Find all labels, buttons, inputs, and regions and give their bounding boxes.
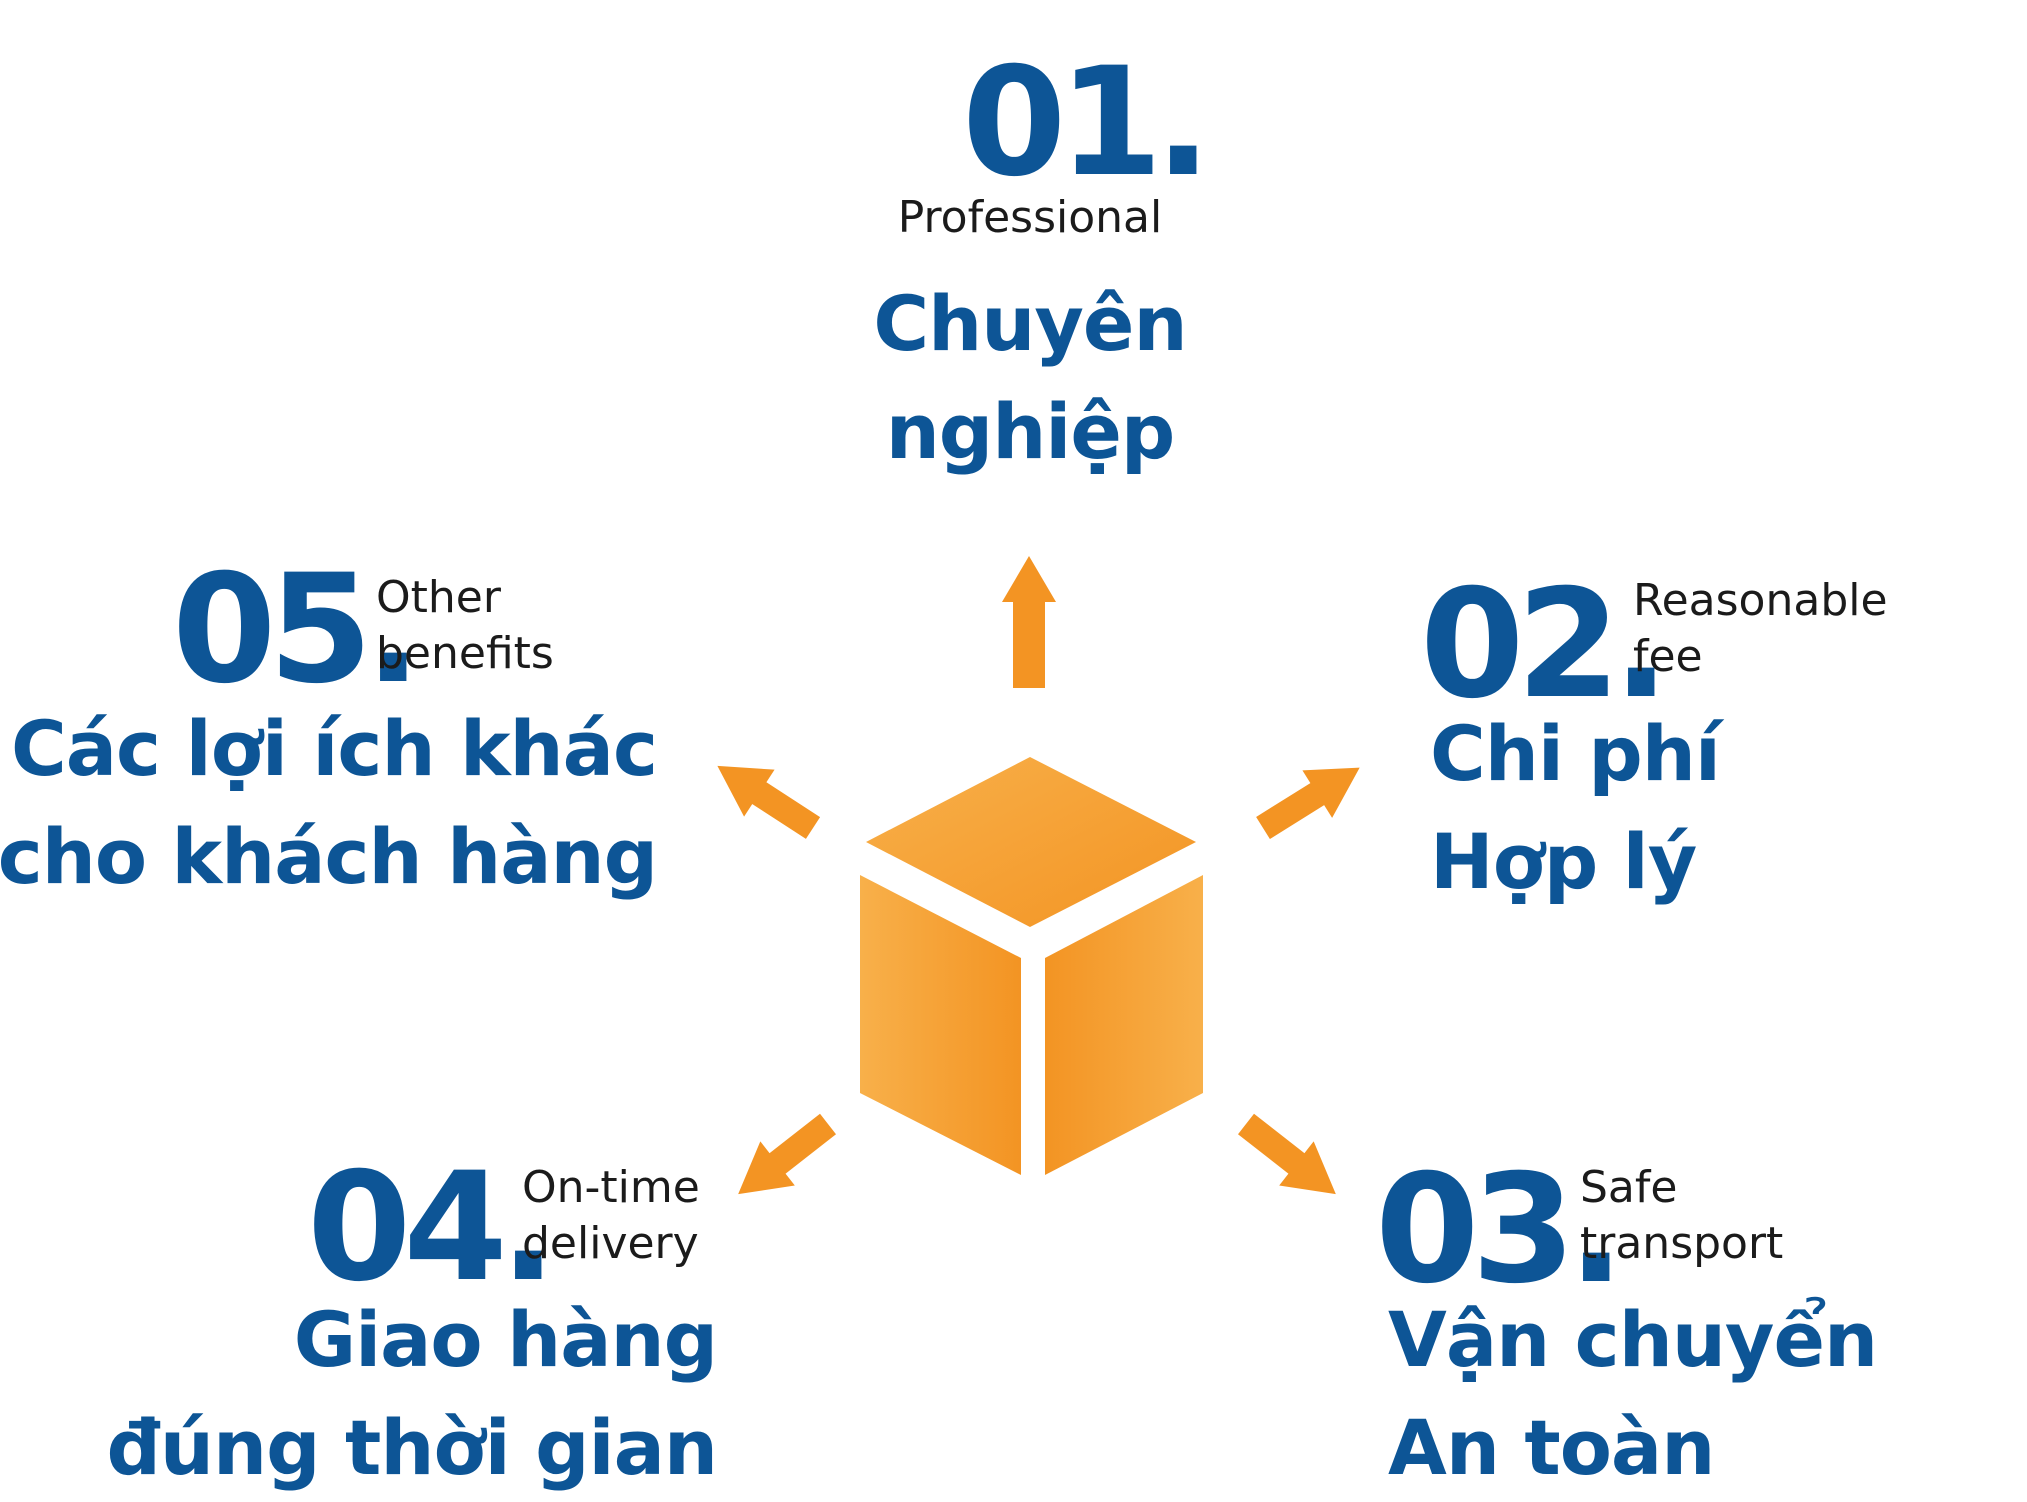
- item-english-label: On-time delivery: [522, 1160, 700, 1272]
- english-line: On-time: [522, 1162, 700, 1213]
- item-english-label: Professional: [860, 190, 1200, 246]
- english-line: Reasonable: [1633, 575, 1888, 626]
- arrow-icon-up: [1002, 556, 1056, 688]
- box-right-face: [1045, 875, 1203, 1175]
- vietnamese-line: đúng thời gian: [106, 1403, 718, 1492]
- vietnamese-line: Chi phí: [1430, 709, 1721, 798]
- item-number: 05.: [172, 543, 422, 717]
- english-line: transport: [1580, 1218, 1784, 1269]
- item-vietnamese-label: Giao hàng đúng thời gian: [106, 1286, 718, 1502]
- arrow-icon-lower-left: [738, 1113, 837, 1195]
- english-line: Professional: [897, 192, 1163, 243]
- item-number: 02.: [1420, 558, 1670, 732]
- item-number: 01.: [962, 36, 1212, 210]
- item-vietnamese-label: Các lợi ích khác cho khách hàng: [0, 695, 658, 911]
- vietnamese-line: Giao hàng: [293, 1295, 718, 1384]
- item-vietnamese-label: Chi phí Hợp lý: [1430, 700, 1721, 916]
- english-line: Safe: [1580, 1162, 1678, 1213]
- item-number: 03.: [1375, 1143, 1625, 1317]
- english-line: fee: [1633, 631, 1703, 682]
- arrow-icon-upper-left: [717, 765, 821, 839]
- arrow-icon-upper-right: [1256, 767, 1360, 840]
- vietnamese-line: cho khách hàng: [0, 812, 658, 901]
- vietnamese-line: Hợp lý: [1430, 817, 1697, 906]
- item-english-label: Safe transport: [1580, 1160, 1783, 1272]
- item-english-label: Other benefits: [376, 570, 554, 682]
- english-line: benefits: [376, 628, 554, 679]
- vietnamese-line: An toàn: [1388, 1403, 1715, 1492]
- item-english-label: Reasonable fee: [1633, 573, 1888, 685]
- item-vietnamese-label: Chuyên nghiệp: [800, 270, 1260, 486]
- english-line: Other: [376, 572, 501, 623]
- item-vietnamese-label: Vận chuyển An toàn: [1388, 1286, 1878, 1502]
- package-box-icon: [860, 757, 1203, 1175]
- vietnamese-line: Chuyên: [873, 279, 1187, 368]
- vietnamese-line: Vận chuyển: [1388, 1295, 1878, 1384]
- box-top-face: [866, 757, 1196, 927]
- vietnamese-line: nghiệp: [885, 387, 1176, 476]
- vietnamese-line: Các lợi ích khác: [11, 704, 658, 793]
- english-line: delivery: [522, 1218, 699, 1269]
- box-left-face: [860, 875, 1021, 1175]
- arrow-icon-lower-right: [1237, 1113, 1336, 1195]
- item-number: 04.: [307, 1141, 557, 1315]
